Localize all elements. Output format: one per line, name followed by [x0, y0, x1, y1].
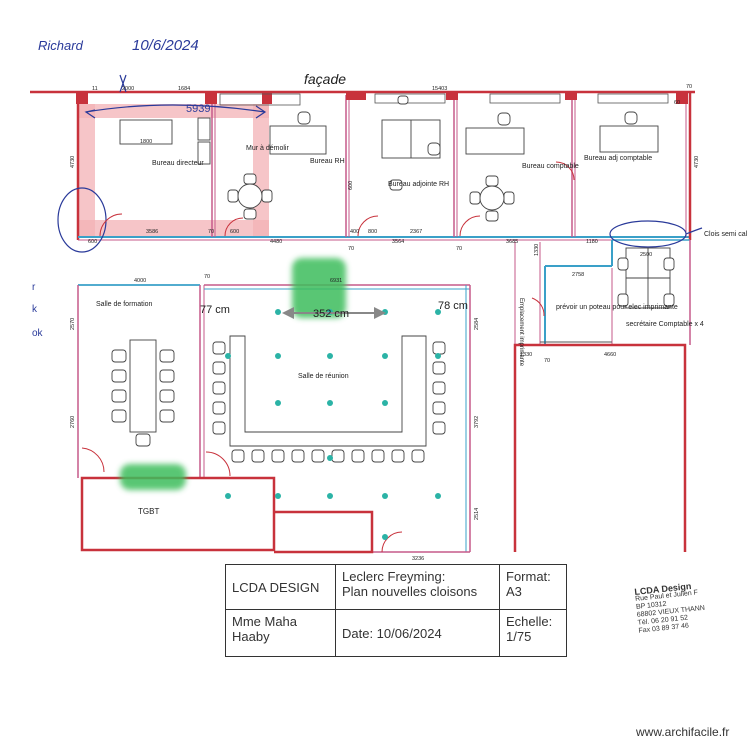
formation-furniture — [111, 339, 175, 447]
title-echelle: Echelle: 1/75 — [506, 614, 553, 644]
measure-1330-a: 1330 — [534, 244, 540, 256]
reunion-chairs — [212, 341, 446, 463]
secretaire-furniture — [617, 247, 675, 309]
margin-mark-1: r — [32, 282, 36, 293]
facade-windows — [219, 93, 669, 106]
cote-78: 78 cm — [438, 300, 468, 312]
measure-3564: 3564 — [392, 239, 404, 245]
room-emplacement: Emplacement imprimante — [518, 298, 524, 367]
room-tgbt: TGBT — [138, 507, 159, 516]
measure-3586: 3586 — [146, 229, 158, 235]
measure-top-1684: 1684 — [178, 86, 190, 92]
measure-4730-left: 4730 — [70, 156, 76, 168]
measure-1180: 1180 — [586, 239, 598, 245]
title-project: Leclerc Freyming: Plan nouvelles cloison… — [336, 565, 500, 610]
room-poteau: prévoir un poteau pour elec imprimante — [556, 304, 678, 311]
measure-600-a: 600 — [88, 239, 97, 245]
measure-600-b: 600 — [230, 229, 239, 235]
measure-2760: 2760 — [70, 416, 76, 428]
watermark[interactable]: www.archifacile.fr — [636, 725, 730, 739]
facade-pillars — [76, 92, 688, 104]
title-format: Format: A3 — [500, 565, 566, 610]
measure-top-2000: 2000 — [122, 86, 134, 92]
green-markers — [120, 258, 346, 490]
distance-arrow — [282, 307, 386, 319]
room-mur: Mur à démolir — [246, 145, 289, 152]
plan-text: Richard 10/6/2024 façade r k ok Clois se… — [32, 37, 748, 562]
measure-600-v: 600 — [348, 181, 354, 190]
room-comptable: Bureau comptable — [522, 163, 579, 170]
corridor-walls — [514, 239, 691, 345]
light-points — [225, 309, 441, 540]
measure-2758: 2758 — [572, 272, 584, 278]
lower-right-zone — [513, 343, 687, 552]
tgbt-walls — [80, 476, 374, 554]
measure-400: 400 — [350, 229, 359, 235]
measure-5939: 5939 — [186, 103, 210, 115]
title-company: LCDA DESIGN — [226, 565, 336, 610]
room-reunion: Salle de réunion — [298, 373, 349, 380]
margin-mark-2: k — [32, 304, 38, 315]
title-client: Mme Maha Haaby — [226, 610, 336, 656]
measure-4000: 4000 — [134, 278, 146, 284]
measure-top-60: 60 — [674, 100, 680, 106]
cloison-note: Clois semi cal — [704, 231, 748, 238]
room-secretaire: secrétaire Comptable x 4 — [626, 321, 704, 328]
room-adjointe-rh: Bureau adjointe RH — [388, 181, 449, 188]
upper-offices-walls — [76, 92, 692, 241]
measure-800: 800 — [368, 229, 377, 235]
measure-70-d: 70 — [204, 274, 210, 280]
cote-77: 77 cm — [200, 304, 230, 316]
measure-1330-b: 1330 — [520, 352, 532, 358]
measure-2584: 2584 — [474, 318, 480, 330]
margin-mark-3: ok — [32, 328, 44, 339]
measure-top-15403: 15403 — [432, 86, 447, 92]
measure-4660: 4660 — [604, 352, 616, 358]
room-directeur: Bureau directeur — [152, 160, 204, 167]
measure-2500: 2500 — [640, 252, 652, 258]
measure-70-b: 70 — [456, 246, 462, 252]
measure-70-c: 70 — [208, 229, 214, 235]
hand-annotations — [57, 74, 703, 253]
cote-352: 352 cm — [313, 308, 349, 320]
handwritten-date: 10/6/2024 — [132, 37, 199, 54]
measure-top-11: 11 — [92, 86, 98, 92]
measure-70-a: 70 — [348, 246, 354, 252]
measure-6931: 6931 — [330, 278, 342, 284]
room-adj-comptable: Bureau adj comptable — [584, 155, 652, 162]
facade-label: façade — [304, 71, 346, 87]
room-formation: Salle de formation — [96, 301, 153, 308]
measure-3685: 3685 — [506, 239, 518, 245]
handwritten-name: Richard — [38, 38, 84, 53]
measure-3236: 3236 — [412, 556, 424, 562]
title-block: LCDA DESIGN Leclerc Freyming: Plan nouve… — [225, 564, 567, 657]
directeur-highlight — [79, 104, 269, 236]
title-date: Date: 10/06/2024 — [336, 610, 500, 656]
measure-2570: 2570 — [70, 318, 76, 330]
doors — [81, 161, 575, 553]
measure-70-e: 70 — [544, 358, 550, 364]
upper-furniture — [119, 95, 659, 222]
measure-3792: 3792 — [474, 416, 480, 428]
measure-4730-right: 4730 — [694, 156, 700, 168]
measure-1800: 1800 — [140, 139, 152, 145]
room-rh: Bureau RH — [310, 158, 345, 165]
measure-2514: 2514 — [474, 508, 480, 520]
measure-top-70: 70 — [686, 84, 692, 90]
measure-4480: 4480 — [270, 239, 282, 245]
measure-2367: 2367 — [410, 229, 422, 235]
reunion-u-table — [229, 335, 427, 447]
